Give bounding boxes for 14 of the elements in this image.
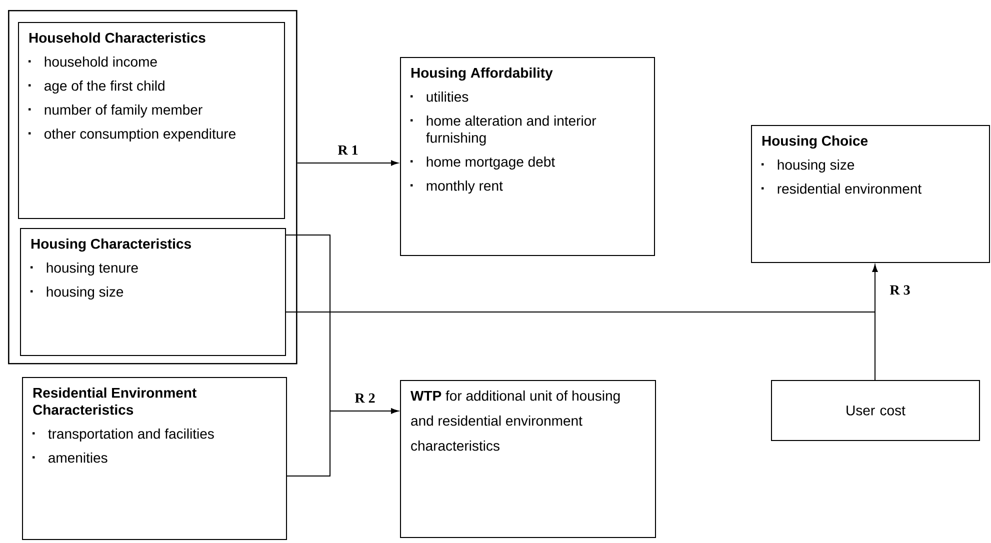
outcome-box: Housing Choice housing size residential environment [751, 125, 990, 263]
arrow [296, 160, 398, 166]
edge-label: R 2 [354, 392, 376, 404]
characteristics-box: Housing Characteristics housing tenure housing size [20, 228, 286, 356]
outcome-box: WTP for additional unit of housing and residential environment characteristics [400, 380, 656, 538]
arrow [872, 264, 878, 380]
cost-box: User cost [771, 380, 980, 441]
characteristics-box: Residential Environment Characteristics transportation and facilities amenities [22, 377, 287, 540]
edge-label: R 1 [336, 144, 360, 156]
outer-box [8, 10, 298, 364]
arrow [286, 408, 398, 476]
characteristics-box: Household Characteristics household income age of the first child number of family member other consumption expenditure [18, 22, 285, 219]
edge-label: R 3 [888, 284, 912, 296]
outcome-box: Housing Affordability utilities home alteration and interior furnishing home mortgage debt monthly rent [400, 57, 655, 256]
